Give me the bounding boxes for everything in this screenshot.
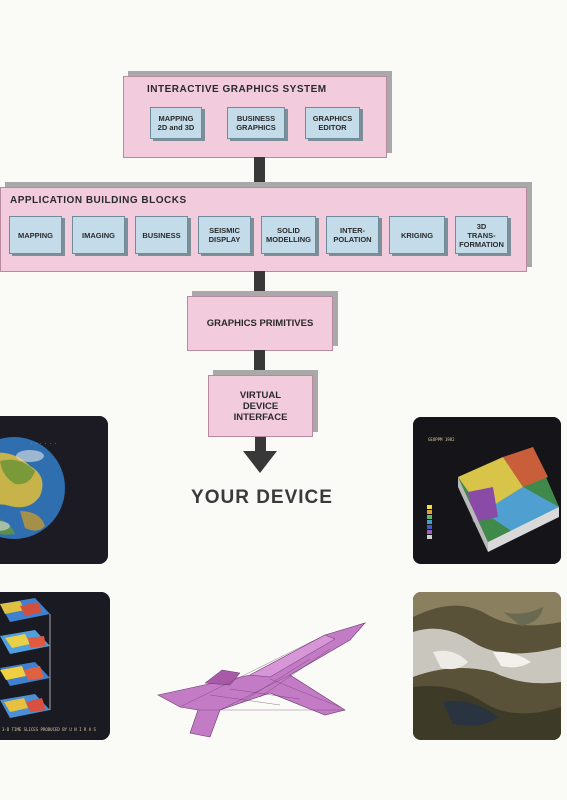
- stacked-slices-image: 3-D TIME SLICES PRODUCED BY U N I R A S: [0, 592, 110, 740]
- globe-image: · · · · · ·: [0, 416, 108, 564]
- abb-item-mapping: MAPPING: [9, 216, 62, 254]
- abb-item-business: BUSINESS: [135, 216, 188, 254]
- abb-item-interpolation: INTER- POLATION: [326, 216, 379, 254]
- svg-text:· · · · · ·: · · · · · ·: [30, 441, 57, 446]
- connector-3: [254, 350, 265, 372]
- terrain-header-text: GEOPPM 1982: [428, 437, 455, 442]
- abb-item-kriging: KRIGING: [389, 216, 445, 254]
- connector-1: [254, 157, 265, 184]
- wireframe-airplane-image: [157, 622, 366, 738]
- satellite-terrain-image: [413, 592, 561, 740]
- abb-item-3d-transformation: 3D TRANS- FORMATION: [455, 216, 508, 254]
- slices-caption: 3-D TIME SLICES PRODUCED BY U N I R A S: [2, 727, 97, 732]
- arrow-down-icon: [243, 437, 277, 473]
- igs-item-mapping: MAPPING 2D and 3D: [150, 107, 202, 139]
- igs-item-business-graphics: BUSINESS GRAPHICS: [227, 107, 285, 139]
- virtual-device-interface-box: VIRTUAL DEVICE INTERFACE: [208, 375, 313, 437]
- abb-item-imaging: IMAGING: [72, 216, 125, 254]
- abb-item-solid-modelling: SOLID MODELLING: [261, 216, 316, 254]
- interactive-graphics-system-title: INTERACTIVE GRAPHICS SYSTEM: [147, 84, 327, 95]
- graphics-primitives-box: GRAPHICS PRIMITIVES: [187, 296, 333, 351]
- igs-item-graphics-editor: GRAPHICS EDITOR: [305, 107, 360, 139]
- your-device-label: YOUR DEVICE: [191, 487, 333, 508]
- application-building-blocks-title: APPLICATION BUILDING BLOCKS: [10, 195, 187, 206]
- terrain-surface-image: GEOPPM 1982: [413, 417, 561, 564]
- abb-item-seismic-display: SEISMIC DISPLAY: [198, 216, 251, 254]
- connector-2: [254, 271, 265, 294]
